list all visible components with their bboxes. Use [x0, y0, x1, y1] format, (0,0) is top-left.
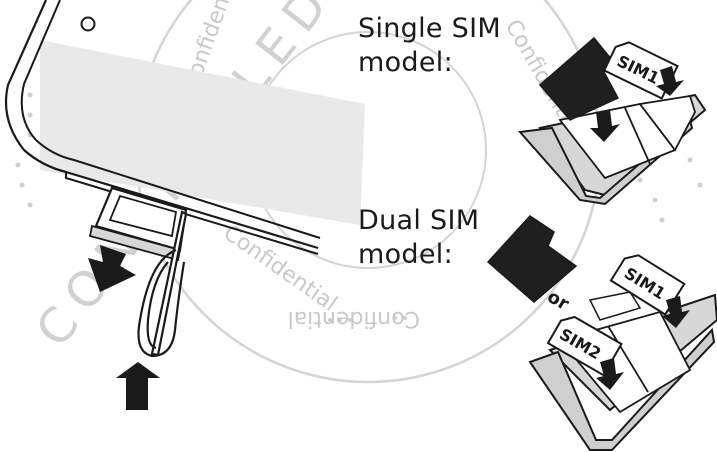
eject-pin — [137, 210, 188, 358]
single-sim-tray — [517, 93, 707, 206]
front-camera — [80, 16, 96, 32]
watermark-confidential-bottom: Confidential — [288, 306, 420, 331]
up-arrow-icon — [116, 362, 160, 410]
microsd-card-single — [538, 36, 620, 121]
single-sim-caption: Single SIM model: — [358, 12, 501, 80]
microsd-card-dual — [486, 215, 578, 303]
sim-card-dual-sim1: SIM1 — [609, 254, 686, 316]
sim-tray — [88, 186, 188, 262]
screen-sheen — [40, 40, 365, 225]
dual-sim-caption: Dual SIM model: — [358, 204, 479, 272]
single-sim1-arrow-icon — [656, 66, 684, 96]
dual-sim-tray — [528, 291, 717, 451]
down-arrow-icon — [88, 245, 136, 292]
dual-sim1-arrow-icon — [662, 296, 690, 328]
phone-outline — [4, 0, 365, 255]
dual-sim2-arrow-icon — [596, 358, 624, 390]
single-sim-caption-line1: Single SIM — [358, 13, 501, 44]
dual-sim-caption-line1: Dual SIM — [358, 205, 480, 236]
single-sim-caption-line2: model: — [358, 47, 453, 78]
dual-sim-caption-line2: model: — [358, 239, 453, 270]
watermark-confidential-left: Confidential — [219, 220, 342, 316]
single-down-arrow-icon — [590, 110, 620, 142]
